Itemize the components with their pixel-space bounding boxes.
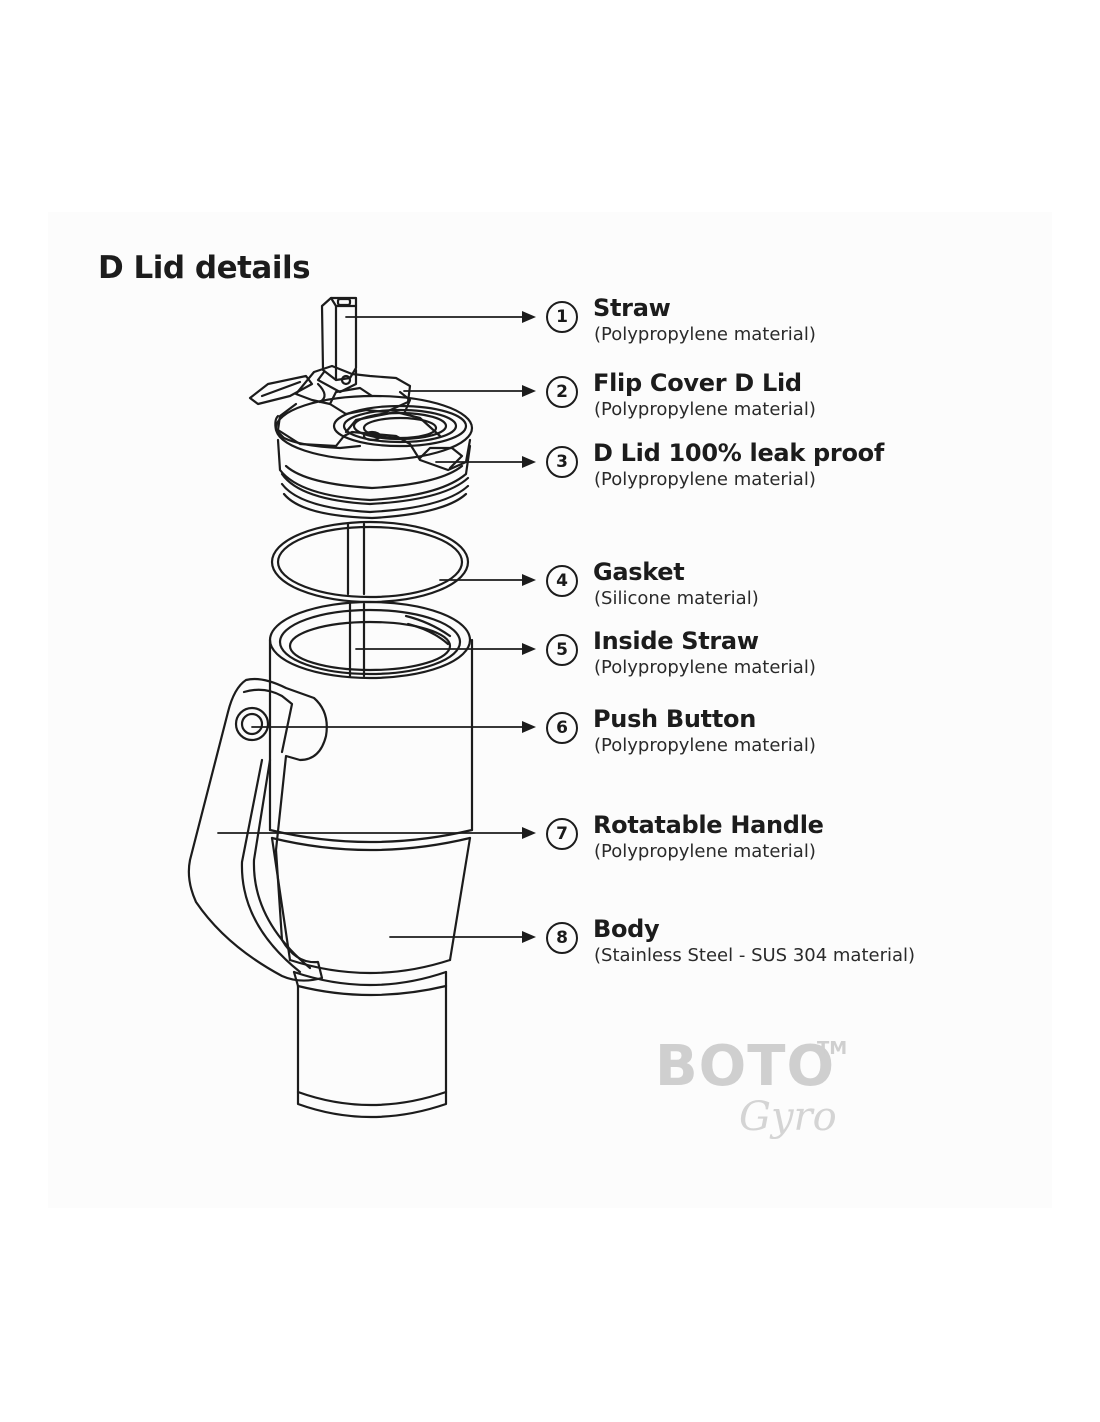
inside-straw-part [346,522,366,678]
part-number: 1 [546,301,578,333]
part-material: (Stainless Steel - SUS 304 material) [594,945,916,966]
part-number: 4 [546,565,578,597]
handle-part [187,677,328,982]
logo-subbrand: Gyro [739,1094,837,1140]
part-number: 8 [546,922,578,954]
part-number: 6 [546,712,578,744]
boto-gyro-logo: BOTO TM Gyro [655,1034,847,1140]
d-lid-part [274,394,474,520]
part-name: Rotatable Handle [593,811,824,839]
gasket-part [270,520,470,604]
part-name: Push Button [593,705,757,733]
part-material: (Silicone material) [594,588,759,609]
logo-brand: BOTO [655,1034,836,1099]
part-number: 5 [546,634,578,666]
part-name: Inside Straw [593,627,759,655]
body-part [268,600,474,1119]
flip-cover-part [248,364,412,416]
background-panel [48,212,1052,1208]
logo-trademark: TM [817,1038,848,1059]
part-name: D Lid 100% leak proof [593,439,884,467]
part-material: (Polypropylene material) [594,735,816,756]
leader-arrows [217,316,525,938]
part-name: Flip Cover D Lid [593,369,802,397]
page-title: D Lid details [98,250,311,286]
part-material: (Polypropylene material) [594,469,816,490]
part-material: (Polypropylene material) [594,657,816,678]
part-material: (Polypropylene material) [594,399,816,420]
part-material: (Polypropylene material) [594,324,816,345]
part-name: Straw [593,294,671,322]
part-name: Gasket [593,558,685,586]
part-number: 2 [546,376,578,408]
arrow-heads [522,311,536,943]
part-number: 3 [546,446,578,478]
part-material: (Polypropylene material) [594,841,816,862]
part-number: 7 [546,818,578,850]
part-name: Body [593,915,660,943]
